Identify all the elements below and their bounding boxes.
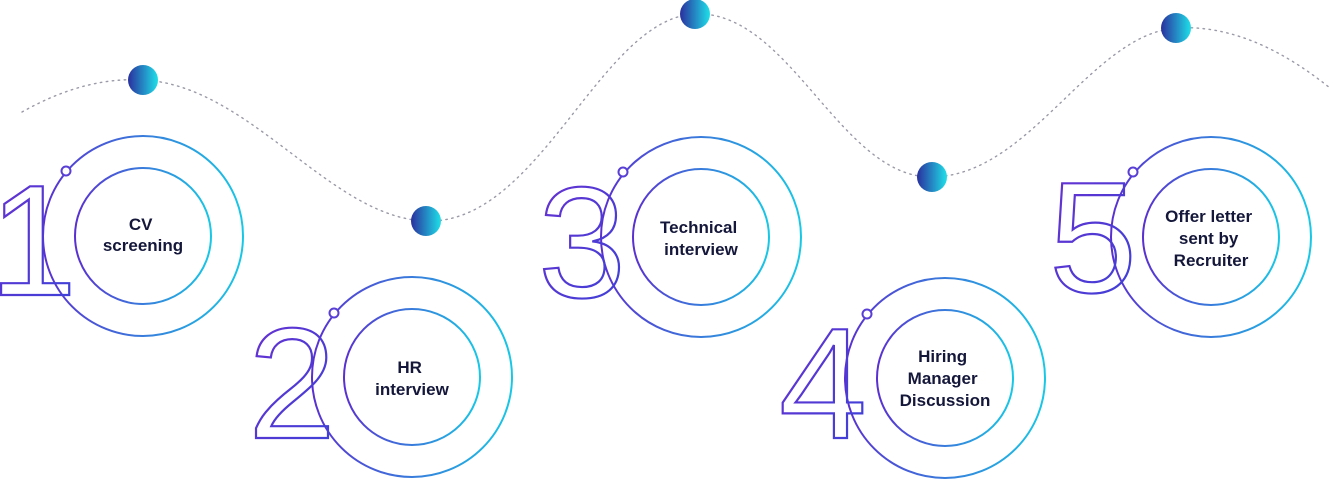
path-dot-4	[917, 162, 947, 192]
step-2: 2 HR interview	[247, 276, 513, 478]
outer-ring	[844, 277, 1046, 479]
outer-ring	[1110, 136, 1312, 338]
step-label-line: Recruiter	[1174, 251, 1249, 270]
step-label: Offer letter sent by Recruiter	[1165, 207, 1257, 270]
step-label: Hiring Manager Discussion	[900, 347, 991, 410]
path-dot-2	[411, 206, 441, 236]
ring-knob	[328, 307, 340, 319]
step-number: 1	[0, 153, 77, 329]
step-4: 4 Hiring Manager Discussion	[778, 277, 1046, 479]
step-5: 5 Offer letter sent by Recruiter	[1048, 136, 1312, 338]
ring-knob	[861, 308, 873, 320]
inner-ring	[632, 168, 770, 306]
step-label-line: Hiring	[918, 347, 967, 366]
outer-ring	[600, 136, 802, 338]
step-label-line: Offer letter	[1165, 207, 1252, 226]
inner-ring	[876, 309, 1014, 447]
step-number: 5	[1049, 150, 1137, 326]
step-label-line: Manager	[908, 369, 978, 388]
inner-ring	[74, 167, 212, 305]
ring-knob	[60, 165, 72, 177]
step-number: 3	[538, 155, 626, 331]
path-dot-5	[1161, 13, 1191, 43]
step-number: 2	[248, 296, 336, 472]
ring-knob	[1127, 166, 1139, 178]
step-label-line: interview	[375, 380, 449, 399]
step-label: HR interview	[375, 358, 449, 399]
outer-ring	[42, 135, 244, 337]
step-1: 1 CV screening	[0, 135, 244, 337]
path-dot-1	[128, 65, 158, 95]
step-label-line: sent by	[1179, 229, 1239, 248]
inner-ring	[1142, 168, 1280, 306]
step-label-line: screening	[103, 236, 183, 255]
ring-knob	[617, 166, 629, 178]
step-label: Technical interview	[660, 218, 742, 259]
step-3: 3 Technical interview	[537, 136, 802, 338]
path-dot-3	[680, 0, 710, 29]
outer-ring	[311, 276, 513, 478]
step-label-line: Technical	[660, 218, 737, 237]
inner-ring	[343, 308, 481, 446]
step-label-line: HR	[397, 358, 422, 377]
step-label-line: Discussion	[900, 391, 991, 410]
step-label-line: interview	[664, 240, 738, 259]
step-number: 4	[779, 296, 867, 472]
step-label: CV screening	[103, 215, 183, 255]
step-label-line: CV	[129, 215, 153, 234]
